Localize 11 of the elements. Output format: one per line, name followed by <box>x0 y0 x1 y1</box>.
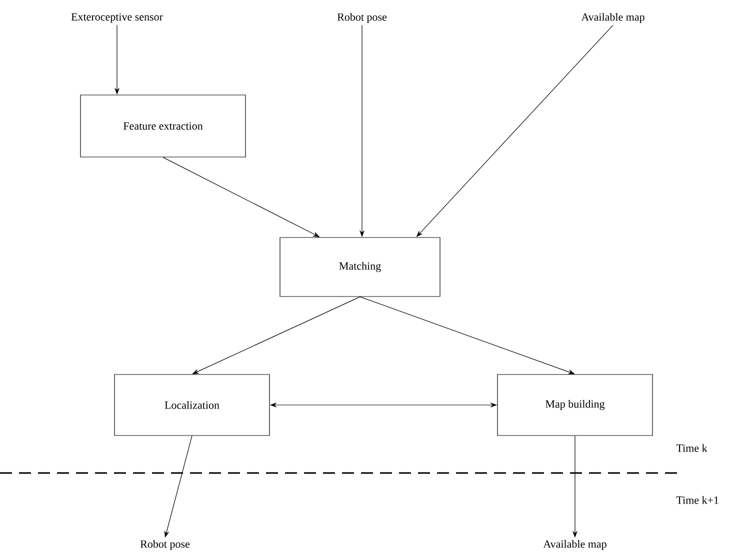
time-label: Time k <box>676 444 708 452</box>
node-text: Available map <box>543 540 606 550</box>
time-label: Time k+1 <box>676 496 718 504</box>
process-box: Localization <box>114 374 270 436</box>
process-box: Matching <box>280 237 440 297</box>
process-box: Feature extraction <box>80 94 246 158</box>
node-text: Robot pose <box>140 540 190 550</box>
node-text: Robot pose <box>337 13 387 23</box>
node-text: Exteroceptive sensor <box>71 13 163 23</box>
process-box: Map building <box>497 374 653 436</box>
node-text: Available map <box>581 13 644 23</box>
